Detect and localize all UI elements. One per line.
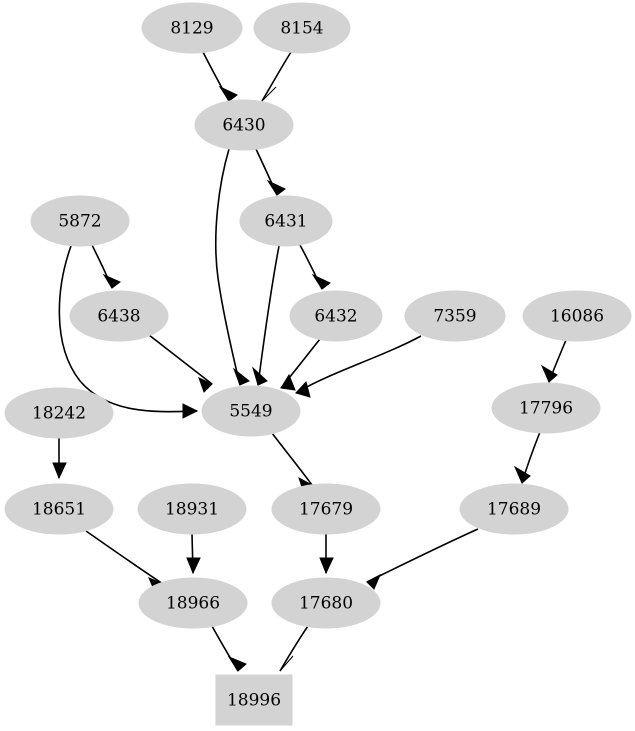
- arrowhead-icon: [279, 655, 294, 672]
- edge-line: [295, 335, 422, 394]
- node-ellipse-shape[interactable]: [69, 290, 169, 342]
- graph-node-17679[interactable]: 17679: [271, 483, 381, 535]
- node-ellipse-shape[interactable]: [271, 483, 381, 535]
- graph-node-17680[interactable]: 17680: [271, 577, 381, 629]
- graph-node-8154[interactable]: 8154: [253, 2, 351, 54]
- arrowhead-icon: [513, 465, 531, 484]
- node-ellipse-shape[interactable]: [522, 290, 632, 342]
- graph-edge-6431-to-6432: [299, 244, 331, 290]
- graph-edge-17689-to-17680: [366, 528, 479, 590]
- arrowhead-icon: [102, 273, 121, 289]
- node-box-shape[interactable]: [215, 674, 293, 726]
- node-ellipse-shape[interactable]: [194, 99, 294, 151]
- node-ellipse-shape[interactable]: [30, 195, 130, 247]
- graph-node-17689[interactable]: 17689: [459, 483, 569, 535]
- graph-node-18242[interactable]: 18242: [4, 387, 114, 439]
- graph-edge-18651-to-18966: [85, 530, 164, 593]
- arrowhead-icon: [540, 364, 558, 383]
- graph-node-16086[interactable]: 16086: [522, 290, 632, 342]
- edge-line: [85, 530, 164, 585]
- graph-edge-5872-to-5549: [58, 245, 199, 419]
- graph-edge-6432-to-5549: [280, 338, 321, 391]
- node-ellipse-shape[interactable]: [4, 483, 114, 535]
- edge-line: [261, 51, 292, 102]
- node-ellipse-shape[interactable]: [253, 2, 351, 54]
- arrowhead-icon: [252, 366, 268, 386]
- arrowhead-icon: [266, 179, 286, 196]
- graph-node-8129[interactable]: 8129: [141, 2, 243, 54]
- node-ellipse-shape[interactable]: [4, 387, 114, 439]
- graph-edge-8154-to-6430: [261, 51, 292, 102]
- graph-edge-6430-to-6431: [255, 148, 286, 196]
- node-ellipse-shape[interactable]: [201, 385, 301, 437]
- node-ellipse-shape[interactable]: [271, 577, 381, 629]
- edge-line: [214, 148, 241, 386]
- graph-edge-6438-to-5549: [148, 334, 213, 393]
- arrowhead-icon: [227, 655, 247, 672]
- graph-edge-7359-to-5549: [295, 335, 422, 398]
- graph-edge-6430-to-5549: [214, 148, 250, 386]
- graph-node-18651[interactable]: 18651: [4, 483, 114, 535]
- graph-node-6438[interactable]: 6438: [69, 290, 169, 342]
- graph-edge-8129-to-6430: [202, 51, 238, 102]
- graph-node-18996[interactable]: 18996: [215, 674, 293, 726]
- graph-edge-6431-to-5549: [252, 245, 280, 386]
- node-ellipse-shape[interactable]: [491, 382, 601, 434]
- arrowhead-icon: [198, 377, 213, 393]
- graph-node-5872[interactable]: 5872: [30, 195, 130, 247]
- arrowhead-icon: [319, 557, 334, 575]
- arrowhead-icon: [186, 557, 201, 575]
- node-ellipse-shape[interactable]: [141, 2, 243, 54]
- arrowhead-icon: [182, 403, 199, 419]
- arrowhead-icon: [295, 380, 311, 398]
- graph-node-6432[interactable]: 6432: [289, 290, 383, 342]
- graph-edge-5872-to-6438: [91, 244, 121, 289]
- graph-node-6431[interactable]: 6431: [239, 195, 333, 247]
- arrowhead-icon: [232, 367, 250, 386]
- graph-edge-5549-to-17679: [271, 432, 313, 494]
- edge-line: [58, 245, 198, 413]
- graph-edge-18931-to-18966: [186, 533, 201, 575]
- arrowhead-icon: [218, 85, 238, 102]
- graph-edge-18242-to-18651: [52, 438, 67, 480]
- graph-node-17796[interactable]: 17796: [491, 382, 601, 434]
- graph-edge-17680-to-18996: [279, 625, 309, 672]
- graph-node-6430[interactable]: 6430: [194, 99, 294, 151]
- edges-layer: [52, 51, 567, 672]
- graph-node-18966[interactable]: 18966: [138, 577, 248, 629]
- node-ellipse-shape[interactable]: [404, 290, 506, 342]
- edge-line: [271, 432, 313, 486]
- node-ellipse-shape[interactable]: [138, 577, 248, 629]
- edge-line: [366, 528, 479, 583]
- node-ellipse-shape[interactable]: [459, 483, 569, 535]
- graph-edge-18966-to-18996: [211, 625, 247, 672]
- edge-line: [279, 625, 309, 672]
- graph-edge-17796-to-17689: [513, 431, 541, 484]
- graph-node-5549[interactable]: 5549: [201, 385, 301, 437]
- arrowhead-icon: [261, 86, 277, 102]
- graph-edge-16086-to-17796: [540, 339, 567, 383]
- graph-node-18931[interactable]: 18931: [137, 483, 247, 535]
- graph-edge-17679-to-17680: [319, 534, 334, 575]
- arrowhead-icon: [366, 573, 382, 590]
- node-ellipse-shape[interactable]: [239, 195, 333, 247]
- edge-line: [257, 245, 280, 386]
- arrowhead-icon: [52, 462, 67, 480]
- arrowhead-icon: [311, 273, 331, 290]
- graph-node-7359[interactable]: 7359: [404, 290, 506, 342]
- node-ellipse-shape[interactable]: [289, 290, 383, 342]
- arrowhead-icon: [280, 373, 296, 391]
- edge-line: [148, 334, 213, 385]
- node-ellipse-shape[interactable]: [137, 483, 247, 535]
